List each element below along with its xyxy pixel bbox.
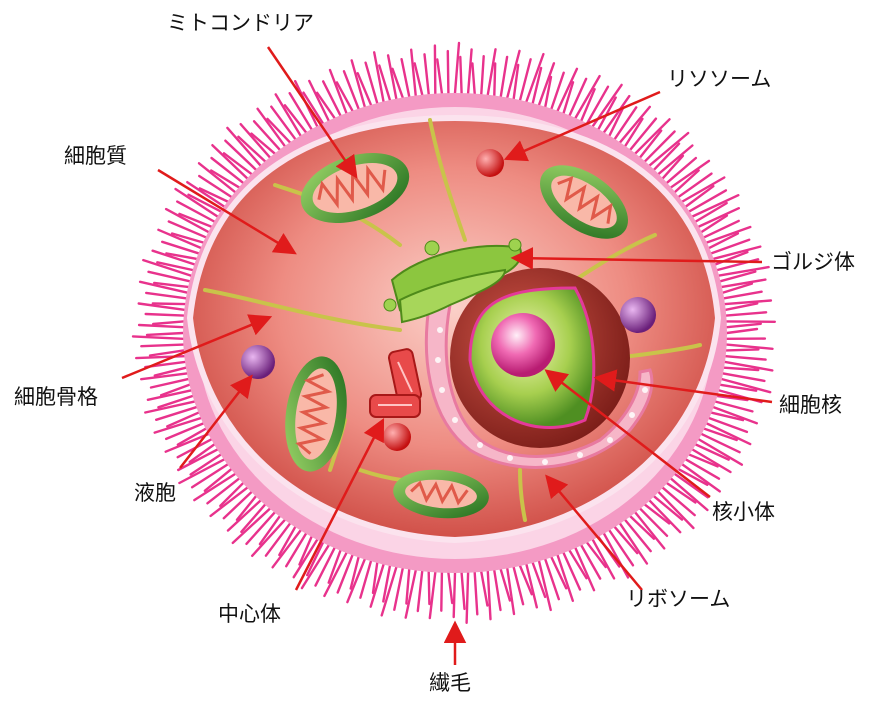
cilium xyxy=(418,571,422,611)
label-mitochondria: ミトコンドリア xyxy=(167,11,314,35)
label-nucleolus: 核小体 xyxy=(712,500,775,524)
lysosome-1 xyxy=(476,149,504,177)
cilium xyxy=(725,301,771,305)
cilium xyxy=(501,57,507,97)
label-centrosome: 中心体 xyxy=(218,602,281,626)
cilium xyxy=(488,571,491,619)
label-vacuole: 液胞 xyxy=(134,481,176,505)
cilium xyxy=(460,57,461,93)
cilium xyxy=(481,572,487,606)
cilium xyxy=(727,345,773,349)
cilium xyxy=(494,63,495,95)
cilium xyxy=(429,572,430,604)
cilium xyxy=(394,569,402,610)
cilium xyxy=(727,329,757,333)
label-golgi: ゴルジ体 xyxy=(771,250,855,274)
cilium xyxy=(441,573,442,611)
cilium xyxy=(726,312,766,315)
cilium xyxy=(437,60,442,94)
cilium xyxy=(425,54,429,94)
cilium xyxy=(462,573,465,609)
label-lysosome: リソソーム xyxy=(667,67,771,91)
cilium xyxy=(146,293,186,298)
cilium xyxy=(707,227,750,243)
cilium xyxy=(494,571,500,611)
cilium xyxy=(402,59,410,96)
cilium xyxy=(155,418,201,433)
cilium xyxy=(726,349,758,350)
cilium xyxy=(147,333,183,335)
cilium xyxy=(430,572,436,618)
cilium xyxy=(141,345,183,347)
cilium xyxy=(727,324,761,327)
cilium xyxy=(448,573,452,603)
label-nucleus: 細胞核 xyxy=(779,393,842,417)
cilium xyxy=(472,63,474,93)
cilium xyxy=(330,70,346,113)
cilium xyxy=(726,356,766,359)
label-cilia: 繊毛 xyxy=(429,671,471,695)
cilium xyxy=(467,573,469,623)
cilium xyxy=(724,292,762,299)
label-ribosome: リボソーム xyxy=(626,587,730,611)
vacuole-2 xyxy=(620,297,656,333)
lysosome-2 xyxy=(383,423,411,451)
cilium xyxy=(166,424,203,439)
cilium xyxy=(468,49,472,93)
cilium xyxy=(133,336,183,338)
nucleus xyxy=(450,268,630,448)
cilium xyxy=(455,43,459,93)
cilium xyxy=(411,50,416,96)
cilium xyxy=(481,56,483,94)
label-cytoplasm: 細胞質 xyxy=(64,144,127,168)
cilium xyxy=(723,373,764,381)
cilium xyxy=(558,555,573,601)
cilium xyxy=(153,304,185,305)
cilium xyxy=(448,51,449,93)
cilium xyxy=(153,321,183,324)
label-cytoskeleton: 細胞骨格 xyxy=(14,385,98,409)
vacuole-1 xyxy=(241,345,275,379)
cilium xyxy=(139,325,183,327)
cilium xyxy=(146,314,184,316)
cilium xyxy=(454,573,455,617)
cilium xyxy=(475,572,478,614)
